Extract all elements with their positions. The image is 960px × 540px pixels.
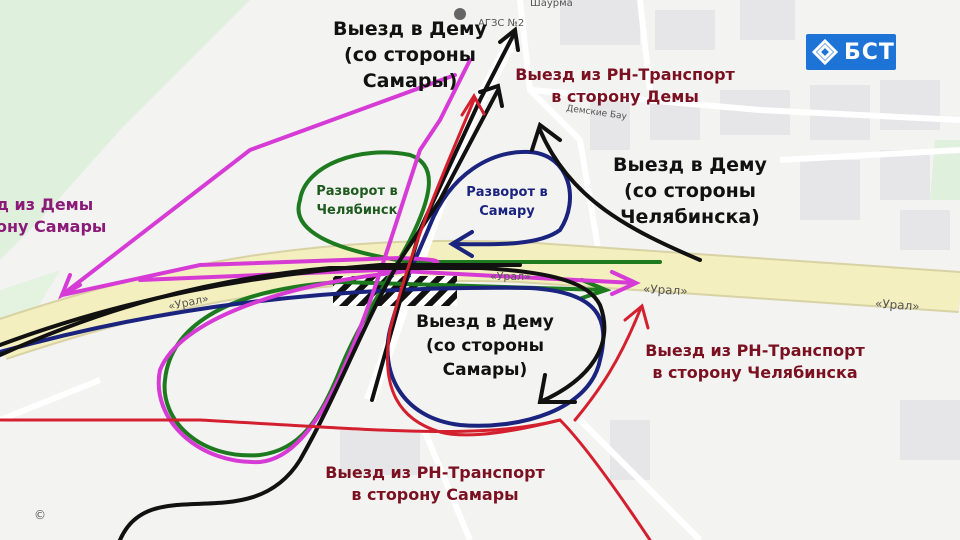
- label-line: Самары): [442, 360, 528, 380]
- label-line: (со стороны: [624, 180, 756, 202]
- label-line: Разворот в: [316, 184, 398, 199]
- label-line: Самары): [362, 70, 458, 92]
- label-line: ону Самары: [0, 217, 107, 236]
- label-line: в сторону Челябинска: [652, 363, 858, 382]
- label-exit-rn-to-dema: Выезд из РН-Транспорт в сторону Демы: [500, 64, 750, 108]
- poi-gas-station: АГЗС №2: [478, 18, 525, 29]
- label-uturn-chelyabinsk: Разворот в Челябинск: [302, 182, 412, 220]
- label-line: Челябинска): [620, 206, 760, 228]
- label-line: Выезд в Дему: [416, 312, 554, 332]
- label-exit-dema-from-samara-center: Выезд в Дему (со стороны Самары): [400, 310, 570, 382]
- label-line: Выезд из РН-Транспорт: [515, 65, 735, 84]
- label-line: Разворот в: [466, 185, 548, 200]
- route-to-dema: [0, 26, 702, 540]
- label-line: Выезд из РН-Транспорт: [645, 341, 865, 360]
- copyright-mark: ©: [34, 508, 46, 522]
- label-from-dema-to-samara: д из Демы ону Самары: [0, 194, 106, 238]
- label-line: Выезд в Дему: [613, 154, 767, 176]
- label-exit-rn-to-chelyabinsk: Выезд из РН-Транспорт в сторону Челябинс…: [620, 340, 890, 384]
- label-exit-rn-to-samara: Выезд из РН-Транспорт в сторону Самары: [300, 462, 570, 506]
- road-label-ural-right: «Урал»: [874, 296, 921, 314]
- park-area-right: [930, 140, 960, 200]
- label-line: Самару: [479, 204, 535, 219]
- bst-logo: БСТ: [806, 34, 896, 70]
- label-line: д из Демы: [0, 195, 94, 214]
- label-line: в сторону Самары: [351, 485, 519, 504]
- label-line: (со стороны: [425, 336, 545, 356]
- poi-shaurma: Шаурма: [530, 0, 573, 9]
- road-label-ural-mid: «Урал»: [642, 281, 688, 299]
- route-from-rn-transport: [0, 93, 652, 540]
- label-line: (со стороны: [344, 44, 476, 66]
- label-exit-dema-from-chelyabinsk: Выезд в Дему (со стороны Челябинска): [605, 152, 775, 230]
- label-uturn-samara: Разворот в Самару: [452, 183, 562, 221]
- bst-logo-mark-icon: [811, 38, 839, 66]
- road-label-ural-center: «Урал»: [490, 270, 531, 283]
- label-line: Выезд в Дему: [333, 18, 487, 40]
- label-line: в сторону Демы: [551, 87, 699, 106]
- label-line: Выезд из РН-Транспорт: [325, 463, 545, 482]
- label-exit-dema-from-samara-top: Выезд в Дему (со стороны Самары): [325, 16, 495, 94]
- label-line: Челябинск: [316, 203, 398, 218]
- fuel-station-icon: [454, 8, 466, 20]
- park-area: [0, 0, 250, 260]
- bst-logo-text: БСТ: [844, 39, 895, 65]
